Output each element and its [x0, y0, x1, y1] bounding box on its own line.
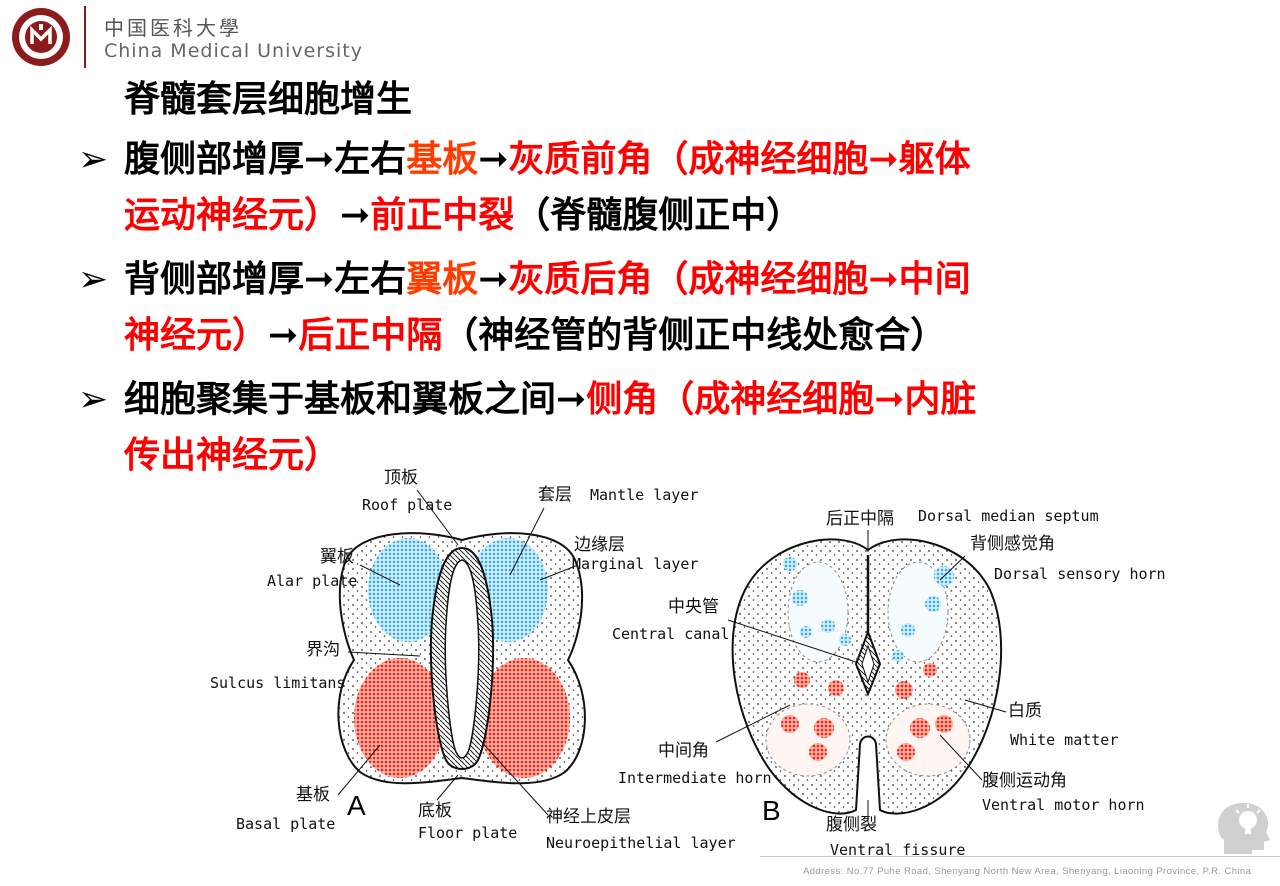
- panel-a-letter: A: [347, 790, 366, 821]
- label-ventral-fissure-cn: 腹侧裂: [826, 815, 877, 835]
- panel-b-letter: B: [762, 795, 781, 826]
- label-basal-plate-en: Basal plate: [236, 815, 335, 833]
- bullet-line: 传出神经元）: [124, 428, 1258, 484]
- bullet-arrow-icon: ➢: [78, 259, 109, 300]
- bullet-arrow-icon: ➢: [78, 379, 109, 420]
- label-floor-plate-cn: 底板: [418, 801, 452, 821]
- text-segment: ➞: [478, 259, 509, 300]
- label-ventral-motor-horn-en: Ventral motor horn: [982, 796, 1145, 814]
- text-segment: （神经管的背侧正中线处愈合）: [442, 315, 947, 356]
- label-central-canal-en: Central canal: [612, 625, 729, 643]
- bullet-line: 运动神经元）➞前正中裂（脊髓腹侧正中）: [124, 188, 1258, 244]
- label-intermediate-horn-cn: 中间角: [658, 741, 709, 761]
- head-lightbulb-icon: [1218, 802, 1270, 854]
- label-alar-plate-cn: 翼板: [320, 547, 354, 567]
- text-segment: 神经元）: [124, 315, 269, 356]
- bullet-2: ➢ 背侧部增厚➞左右翼板➞灰质后角（成神经细胞➞中间 神经元）➞后正中隔（神经管…: [78, 252, 1258, 364]
- label-roof-plate-en: Roof plate: [362, 496, 452, 514]
- label-ventral-motor-horn-cn: 腹侧运动角: [982, 771, 1067, 791]
- text-segment: 左右: [334, 259, 407, 300]
- slide-title: 脊髓套层细胞增生: [124, 79, 413, 120]
- label-neuroepithelial-cn: 神经上皮层: [546, 807, 631, 827]
- text-segment: ➞: [556, 379, 587, 420]
- text-segment: 细胞聚集于基板和翼板之间: [124, 379, 557, 420]
- text-segment: 内脏: [904, 379, 977, 420]
- bullet-line: 腹侧部增厚➞左右基板➞灰质前角（成神经细胞➞躯体: [124, 132, 1258, 188]
- text-segment: 后正中隔: [298, 315, 443, 356]
- label-mantle-layer-en: Mantle layer: [590, 486, 698, 504]
- label-marginal-layer-cn: 边缘层: [574, 535, 625, 555]
- label-ventral-fissure-en: Ventral fissure: [830, 841, 965, 859]
- text-segment: ➞: [874, 379, 905, 420]
- label-neuroepithelial-en: Neuroepithelial layer: [546, 834, 736, 852]
- label-dorsal-sensory-horn-en: Dorsal sensory horn: [994, 565, 1166, 583]
- label-basal-plate-cn: 基板: [296, 785, 330, 805]
- text-segment: 中间: [898, 259, 971, 300]
- text-segment: 侧角（成神经细胞: [586, 379, 875, 420]
- text-segment: 翼板: [406, 259, 479, 300]
- text-segment: 左右: [334, 139, 407, 180]
- footer-address: Address: No.77 Puhe Road, Shenyang North…: [803, 866, 1252, 877]
- text-segment: 基板: [406, 139, 479, 180]
- alar-plate-left: [368, 538, 448, 642]
- text-segment: ➞: [304, 259, 335, 300]
- text-segment: 灰质后角（成神经细胞: [508, 259, 869, 300]
- bullet-3: ➢ 细胞聚集于基板和翼板之间➞侧角（成神经细胞➞内脏 传出神经元）: [78, 372, 1258, 484]
- label-roof-plate-cn: 顶板: [384, 468, 418, 488]
- label-central-canal-cn: 中央管: [668, 597, 719, 617]
- panel-b-spinal-cord: [715, 530, 1007, 822]
- bullet-line: 细胞聚集于基板和翼板之间➞侧角（成神经细胞➞内脏: [124, 372, 1258, 428]
- text-segment: 躯体: [898, 139, 971, 180]
- text-segment: ➞: [268, 315, 299, 356]
- header-divider: [84, 6, 86, 68]
- text-segment: 传出神经元）: [124, 435, 341, 476]
- university-logo: [12, 8, 70, 66]
- text-segment: 灰质前角（成神经细胞: [508, 139, 869, 180]
- text-segment: ➞: [340, 195, 371, 236]
- label-dorsal-median-septum-cn: 后正中隔: [826, 509, 894, 529]
- label-intermediate-horn-en: Intermediate horn: [618, 769, 772, 787]
- label-marginal-layer-en: Marginal layer: [572, 555, 698, 573]
- label-alar-plate-en: Alar plate: [267, 572, 357, 590]
- bullet-arrow-icon: ➢: [78, 139, 109, 180]
- text-segment: 腹侧部增厚: [124, 139, 305, 180]
- label-mantle-layer-cn: 套层: [538, 485, 572, 505]
- label-sulcus-limitans-cn: 界沟: [306, 640, 340, 660]
- basal-plate-right: [478, 658, 570, 778]
- text-segment: （脊髓腹侧正中）: [514, 195, 803, 236]
- text-segment: 运动神经元）: [124, 195, 341, 236]
- label-white-matter-cn: 白质: [1008, 701, 1042, 721]
- bullet-line: 背侧部增厚➞左右翼板➞灰质后角（成神经细胞➞中间: [124, 252, 1258, 308]
- bullet-1: ➢ 腹侧部增厚➞左右基板➞灰质前角（成神经细胞➞躯体 运动神经元）➞前正中裂（脊…: [78, 132, 1258, 244]
- label-sulcus-limitans-en: Sulcus limitans: [210, 674, 345, 692]
- label-floor-plate-en: Floor plate: [418, 824, 517, 842]
- panel-a-neural-tube: [337, 489, 586, 816]
- footer-divider: [760, 856, 1280, 857]
- label-dorsal-sensory-horn-cn: 背侧感觉角: [970, 534, 1055, 554]
- bullet-line: 神经元）➞后正中隔（神经管的背侧正中线处愈合）: [124, 308, 1258, 364]
- university-name-cn: 中国医科大學: [104, 16, 242, 40]
- text-segment: ➞: [478, 139, 509, 180]
- label-dorsal-median-septum-en: Dorsal median septum: [918, 507, 1099, 525]
- text-segment: ➞: [868, 259, 899, 300]
- text-segment: ➞: [868, 139, 899, 180]
- text-segment: 背侧部增厚: [124, 259, 305, 300]
- university-name-en: China Medical University: [104, 40, 363, 62]
- label-white-matter-en: White matter: [1010, 731, 1118, 749]
- text-segment: 前正中裂: [370, 195, 515, 236]
- text-segment: ➞: [304, 139, 335, 180]
